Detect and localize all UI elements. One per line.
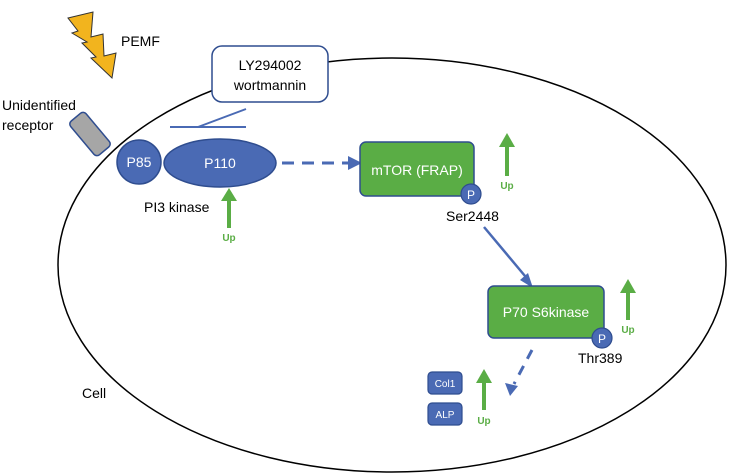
p110-label: P110	[204, 155, 236, 171]
p70-up-arrowhead	[620, 279, 636, 293]
lightning-bolt-icon	[67, 11, 117, 80]
p70-site-label: Thr389	[578, 350, 623, 366]
alp-box	[427, 402, 463, 426]
mtor-to-p70-arrow	[483, 226, 526, 277]
receptor-shape	[69, 111, 111, 157]
pi3k-label: PI3 kinase	[144, 199, 210, 215]
inhibitor-box	[211, 45, 329, 103]
p70-phospho-label: P	[598, 332, 606, 346]
p70-to-targets-arrow	[512, 349, 534, 385]
p70-to-targets-arrowhead	[505, 383, 518, 396]
pemf-label: PEMF	[121, 33, 160, 49]
receptor-label-line1: Unidentified	[2, 97, 76, 113]
pi3k-up-label: Up	[222, 233, 235, 244]
p70-label: P70 S6kinase	[503, 304, 590, 320]
p85-subunit	[116, 139, 162, 185]
p70-up-label: Up	[621, 325, 634, 336]
cell-membrane	[57, 57, 727, 473]
cell-label: Cell	[82, 385, 106, 401]
targets-up-label: Up	[477, 416, 490, 427]
mtor-up-label: Up	[500, 181, 513, 192]
col1-label: Col1	[435, 379, 456, 390]
pi3k-to-mtor-arrowhead	[348, 156, 362, 170]
mtor-label: mTOR (FRAP)	[371, 162, 463, 178]
p70-box	[487, 285, 605, 339]
receptor-label-line2: receptor	[2, 117, 54, 133]
alp-label: ALP	[436, 410, 455, 421]
targets-up-arrowhead	[476, 369, 492, 383]
mtor-box	[359, 141, 475, 197]
mtor-site-label: Ser2448	[446, 208, 499, 224]
p85-label: P85	[127, 154, 152, 170]
inhibitor-line2: wortmannin	[233, 77, 306, 93]
col1-box	[427, 371, 463, 395]
p70-phospho-badge	[591, 327, 613, 349]
mtor-to-p70-arrowhead	[520, 273, 533, 288]
p110-subunit	[163, 138, 277, 188]
mtor-up-arrowhead	[499, 133, 515, 147]
mtor-phospho-badge	[460, 183, 482, 205]
pi3k-up-arrowhead	[221, 188, 237, 201]
mtor-phospho-label: P	[467, 188, 475, 202]
inhibition-stem	[197, 108, 247, 128]
inhibitor-line1: LY294002	[239, 57, 302, 73]
